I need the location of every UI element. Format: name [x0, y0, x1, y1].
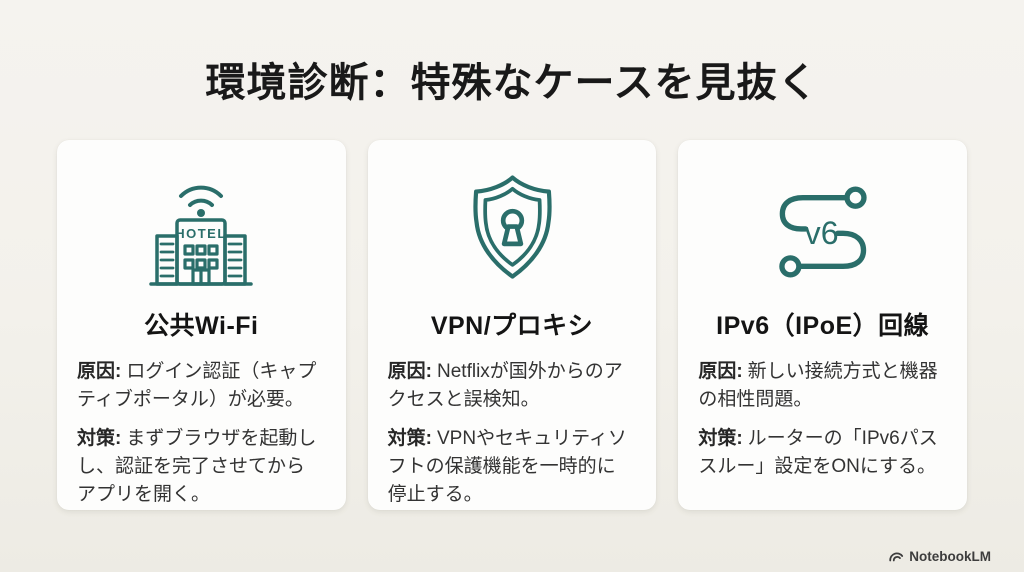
cause-paragraph: 原因:ログイン認証（キャプ ティブポータル）が必要。: [77, 358, 326, 414]
fix-paragraph: 対策:VPNやセキュリティソ フトの保護機能を一時的に 停止する。: [388, 425, 637, 509]
footer-brand-label: NotebookLM: [909, 549, 991, 564]
fix-paragraph: 対策:まずブラウザを起動し し、認証を完了させてから アプリを開く。: [77, 425, 326, 509]
cause-text: Netflixが国外からのア クセスと誤検知。: [387, 361, 623, 410]
notebooklm-logo-icon: [889, 552, 904, 562]
card-body: 原因:Netflixが国外からのア クセスと誤検知。 対策:VPNやセキュリティ…: [388, 358, 637, 509]
hotel-sign-text: HOTEL: [176, 226, 228, 241]
card-icon-box: HOTEL: [77, 164, 326, 292]
cards-row: HOTEL: [57, 140, 968, 510]
cause-paragraph: 原因:新しい接続方式と機器 の相性問題。: [698, 358, 947, 414]
fix-label: 対策:: [77, 427, 122, 449]
card-body: 原因:ログイン認証（キャプ ティブポータル）が必要。 対策:まずブラウザを起動し…: [77, 358, 326, 509]
cause-label: 原因:: [698, 361, 743, 382]
card-title: IPv6（IPoE）回線: [716, 312, 930, 340]
cause-label: 原因:: [387, 361, 432, 382]
fix-text: ルーターの「IPv6パス スルー」設定をONにする。: [698, 427, 938, 477]
footer-brand: NotebookLM: [888, 549, 991, 564]
fix-label: 対策:: [698, 427, 743, 449]
card-icon-box: v6: [698, 164, 947, 292]
page-title: 環境診断：特殊なケースを見抜く: [205, 61, 819, 105]
card-body: 原因:新しい接続方式と機器 の相性問題。 対策:ルーターの「IPv6パス スルー…: [698, 358, 947, 481]
v6-label-text: v6: [805, 215, 839, 251]
cause-text: 新しい接続方式と機器 の相性問題。: [698, 361, 938, 410]
cause-text: ログイン認証（キャプ ティブポータル）が必要。: [77, 361, 317, 410]
card-title: VPN/プロキシ: [430, 312, 594, 340]
fix-text: VPNやセキュリティソ フトの保護機能を一時的に 停止する。: [387, 427, 627, 505]
card-vpn-proxy: VPN/プロキシ 原因:Netflixが国外からのア クセスと誤検知。 対策:V…: [367, 140, 657, 510]
card-public-wifi: HOTEL: [57, 140, 346, 510]
cause-paragraph: 原因:Netflixが国外からのア クセスと誤検知。: [388, 358, 637, 414]
cause-label: 原因:: [77, 361, 122, 382]
hotel-wifi-icon: HOTEL: [149, 185, 254, 286]
fix-text: まずブラウザを起動し し、認証を完了させてから アプリを開く。: [77, 427, 317, 505]
fix-label: 対策:: [387, 427, 432, 449]
shield-lock-icon: [472, 175, 552, 279]
fix-paragraph: 対策:ルーターの「IPv6パス スルー」設定をONにする。: [698, 425, 947, 481]
card-icon-box: [388, 164, 637, 292]
ipv6-route-icon: v6: [779, 186, 867, 278]
card-ipv6-line: v6 IPv6（IPoE）回線 原因:新しい接続方式と機器 の相性問題。 対策:…: [678, 140, 968, 510]
card-title: 公共Wi-Fi: [144, 312, 259, 340]
